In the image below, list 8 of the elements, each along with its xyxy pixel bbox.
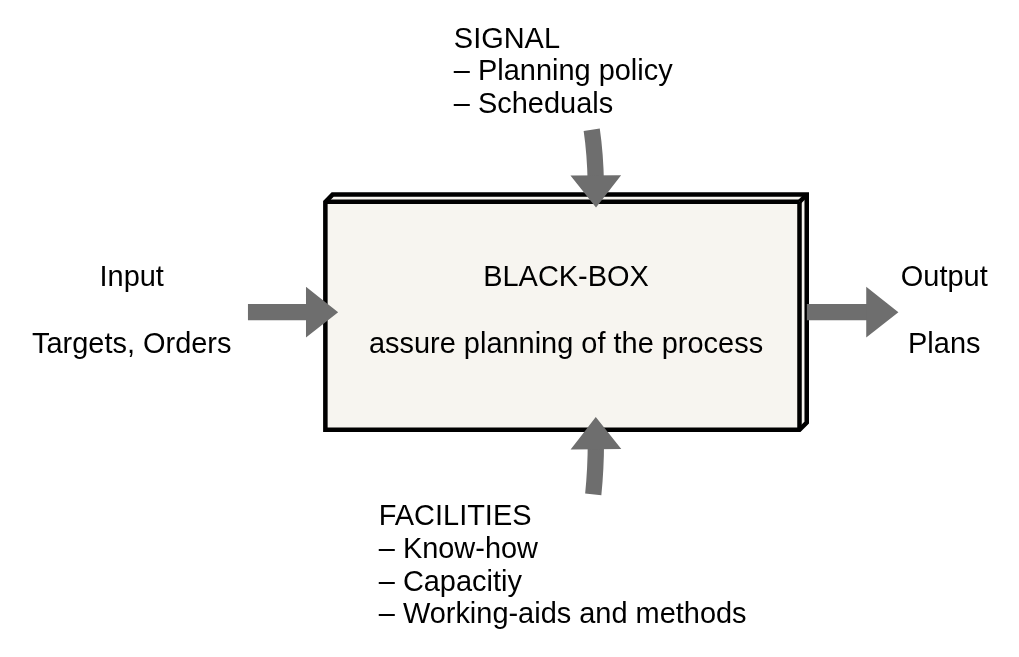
node-text: Output Plans: [900, 259, 988, 359]
node-text: SIGNAL – Planning policy – Scheduals: [453, 21, 673, 119]
arrow: [570, 128, 622, 208]
arrow: [570, 417, 622, 496]
node-text: FACILITIES – Know-how – Capacitiy – Working-aids and methods: [378, 499, 747, 630]
arrow: [806, 286, 899, 338]
arrow: [247, 286, 339, 338]
node-text: Input Targets, Orders: [32, 259, 232, 359]
